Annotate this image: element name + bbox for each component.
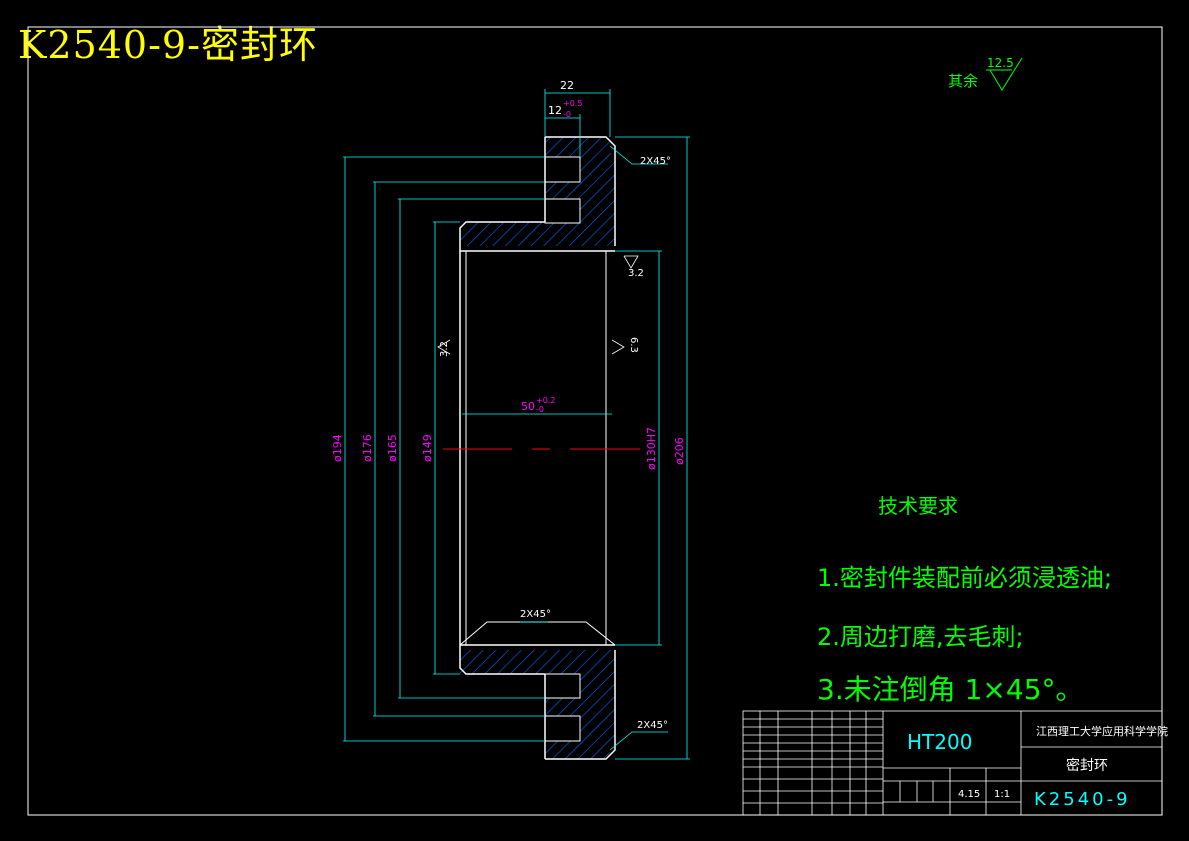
surface-note-label: 其余 xyxy=(948,72,979,90)
dim-d149: ø149 xyxy=(421,434,434,462)
dim-width-total: 22 xyxy=(560,79,574,92)
dimension-texts: 22 12 +0.5 -0 50 +0.2 -0 2X45° 2X45° 2X4… xyxy=(331,79,686,731)
part-section xyxy=(459,136,616,760)
requirement-1: 1.密封件装配前必须浸透油; xyxy=(817,564,1112,592)
dim-d194: ø194 xyxy=(331,434,344,462)
roughness-value-general: 12.5 xyxy=(987,56,1014,70)
title-drawing-no: K2540-9 xyxy=(1034,789,1131,810)
drawing-title: K2540-9-密封环 xyxy=(18,23,318,67)
drawing-border xyxy=(27,26,1163,816)
dim-bore-tol-lower: -0 xyxy=(536,405,544,414)
title-material: HT200 xyxy=(907,730,972,754)
roughness-left: 3.2 xyxy=(439,341,450,357)
title-scale: 1:1 xyxy=(994,789,1010,800)
dim-bore-tol-upper: +0.2 xyxy=(536,396,555,405)
title-block xyxy=(742,710,1163,816)
dim-d130: ø130H7 xyxy=(645,427,658,470)
dim-groove-width: 12 xyxy=(548,104,562,117)
requirement-3: 3.未注倒角 1×45°。 xyxy=(817,673,1084,706)
dim-d206: ø206 xyxy=(673,437,686,465)
dim-d176: ø176 xyxy=(361,434,374,462)
dim-chamfer-bottom: 2X45° xyxy=(637,720,668,731)
requirements-title: 技术要求 xyxy=(878,494,958,518)
roughness-bore: 3.2 xyxy=(628,268,644,279)
dim-chamfer-top: 2X45° xyxy=(640,156,671,167)
roughness-symbols xyxy=(437,255,639,355)
title-part-name: 密封环 xyxy=(1066,757,1108,774)
roughness-symbol-general: 12.5 xyxy=(986,56,1023,91)
requirement-2: 2.周边打磨,去毛刺; xyxy=(817,623,1024,651)
dim-groove-tol-upper: +0.5 xyxy=(563,99,582,108)
dimension-lines xyxy=(343,89,690,760)
dim-chamfer-inner: 2X45° xyxy=(520,609,551,620)
roughness-right: 6.3 xyxy=(628,337,639,353)
dim-d165: ø165 xyxy=(386,434,399,462)
dim-bore-length: 50 xyxy=(521,400,535,413)
dim-groove-tol-lower: -0 xyxy=(563,110,571,119)
title-weight: 4.15 xyxy=(958,789,980,800)
title-school: 江西理工大学应用科学学院 xyxy=(1036,724,1168,738)
